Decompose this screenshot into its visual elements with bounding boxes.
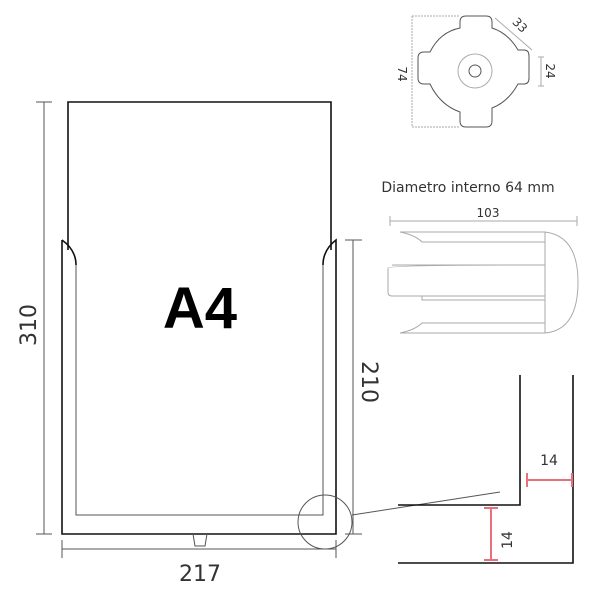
height-dimension-line — [36, 101, 52, 535]
inner-diameter-caption: Diametro interno 64 mm — [381, 180, 554, 196]
cap-tab-dimension: 24 — [543, 63, 557, 78]
gap-dimension-marker — [526, 473, 573, 487]
cap-diagonal-dimension: 33 — [509, 15, 530, 36]
cap-tab-dimension-line — [538, 56, 544, 87]
cap-hole — [468, 64, 482, 78]
detail-callout-circle — [297, 494, 353, 550]
a4-holder-drawing: 310 210 217 A4 — [17, 101, 501, 587]
paper-outline — [75, 262, 324, 516]
bottom-tab — [192, 533, 208, 547]
front-height-dimension-line — [345, 239, 362, 535]
front-panel — [61, 238, 337, 535]
detail-leader-line — [351, 491, 501, 516]
front-height-dimension: 210 — [356, 361, 381, 403]
a4-label: A4 — [163, 276, 237, 341]
cap-side-view: Diametro interno 64 mm 103 — [381, 180, 579, 334]
cap-diagonal-dimension-line — [494, 17, 533, 51]
cap-outline — [417, 15, 530, 128]
gap-dimension: 14 — [540, 453, 558, 469]
width-dimension-line — [61, 540, 337, 558]
cap-top-view: 74 33 24 — [395, 15, 557, 128]
detail-inner-profile — [398, 375, 521, 506]
cap-side-outline — [387, 231, 579, 334]
width-dimension: 217 — [179, 562, 221, 587]
back-panel — [67, 101, 332, 250]
cap-height-dimension: 74 — [395, 66, 409, 81]
height-dimension: 310 — [17, 304, 42, 346]
base-dimension: 14 — [500, 531, 516, 549]
cap-height-dimension-line — [411, 15, 460, 128]
detail-outer-profile — [398, 375, 574, 564]
cap-inner-ring — [457, 53, 493, 89]
side-length-dimension-line — [389, 216, 578, 226]
corner-detail-view: 14 14 — [398, 375, 574, 564]
base-dimension-marker — [484, 507, 498, 561]
side-length-dimension: 103 — [477, 206, 500, 220]
